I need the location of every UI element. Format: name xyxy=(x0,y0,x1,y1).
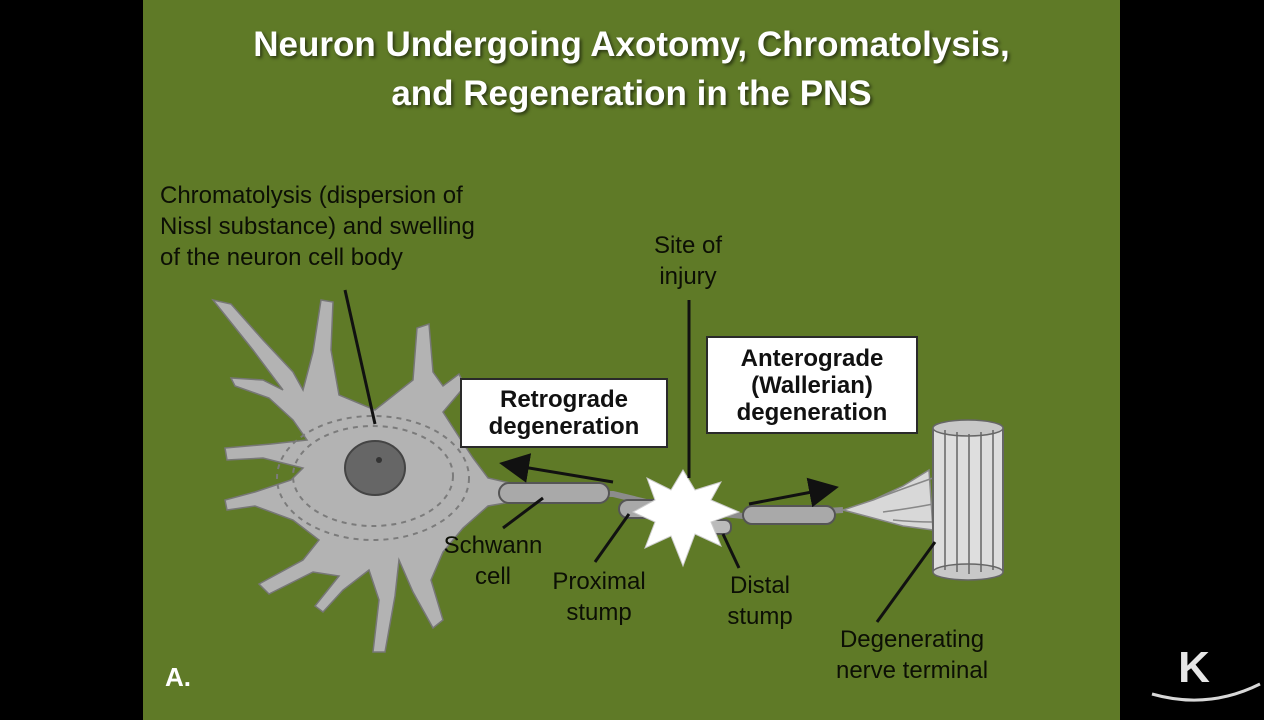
retrograde-degeneration-box: Retrograde degeneration xyxy=(460,378,668,448)
pointer-schwann xyxy=(502,496,544,530)
neuron-diagram xyxy=(211,289,1004,653)
proximal-stump-label: Proximal stump xyxy=(537,566,661,628)
label-line: injury xyxy=(659,263,717,290)
label-line: (Wallerian) xyxy=(751,371,873,399)
degenerating-terminal-label: Degenerating nerve terminal xyxy=(813,624,1011,686)
title-line-1: Neuron Undergoing Axotomy, Chromatolysis… xyxy=(253,25,1010,64)
retrograde-arrow xyxy=(499,453,614,484)
label-line: of the neuron cell body xyxy=(160,244,403,271)
label-line: cell xyxy=(474,563,511,590)
label-line: nerve terminal xyxy=(835,657,989,684)
nissl-dispersion-rings xyxy=(276,415,470,541)
panel-letter: A. xyxy=(165,662,191,692)
pointer-cell-body xyxy=(343,289,377,425)
label-line: degeneration xyxy=(488,413,640,440)
slide: Neuron Undergoing Axotomy, Chromatolysis… xyxy=(143,0,1120,720)
title-line-2: and Regeneration in the PNS xyxy=(391,74,872,113)
nerve-terminal xyxy=(840,419,1004,581)
label-line: stump xyxy=(727,603,793,630)
label-line: Site of xyxy=(653,232,723,259)
label-line: stump xyxy=(566,599,632,626)
pointer-lines xyxy=(343,289,937,623)
anterograde-degeneration-box: Anterograde (Wallerian) degeneration xyxy=(706,336,918,434)
pointer-proximal xyxy=(593,513,631,563)
nucleolus xyxy=(376,457,382,463)
distal-stump-label: Distal stump xyxy=(708,570,812,632)
pointer-terminal xyxy=(875,541,937,623)
anterograde-arrow xyxy=(748,477,839,508)
label-line: Distal xyxy=(729,572,790,599)
myelin-segment-distal xyxy=(742,505,836,525)
logo-letter: K xyxy=(1178,643,1210,692)
schwann-cell-label: Schwann cell xyxy=(431,530,555,592)
label-line: Chromatolysis (dispersion of xyxy=(160,182,463,209)
site-of-injury-label: Site of injury xyxy=(633,230,743,292)
label-line: Nissl substance) and swelling xyxy=(160,213,475,240)
label-line: degeneration xyxy=(736,398,888,426)
nucleus xyxy=(344,440,406,496)
label-line: Proximal xyxy=(552,568,646,595)
slide-title: Neuron Undergoing Axotomy, Chromatolysis… xyxy=(143,20,1120,118)
injury-starburst xyxy=(631,469,741,568)
pointer-distal xyxy=(721,533,741,569)
k-logo-icon: K xyxy=(1151,643,1261,702)
chromatolysis-label: Chromatolysis (dispersion of Nissl subst… xyxy=(160,180,475,273)
label-line: Anterograde xyxy=(740,344,884,372)
label-line: Schwann xyxy=(443,532,543,559)
label-line: Degenerating xyxy=(839,626,985,653)
schwann-cell-segment xyxy=(498,482,610,504)
label-line: Retrograde xyxy=(499,386,629,413)
